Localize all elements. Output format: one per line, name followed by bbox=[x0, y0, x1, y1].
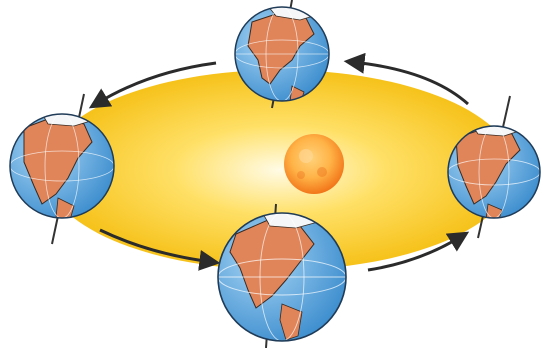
sun-icon bbox=[284, 134, 344, 194]
